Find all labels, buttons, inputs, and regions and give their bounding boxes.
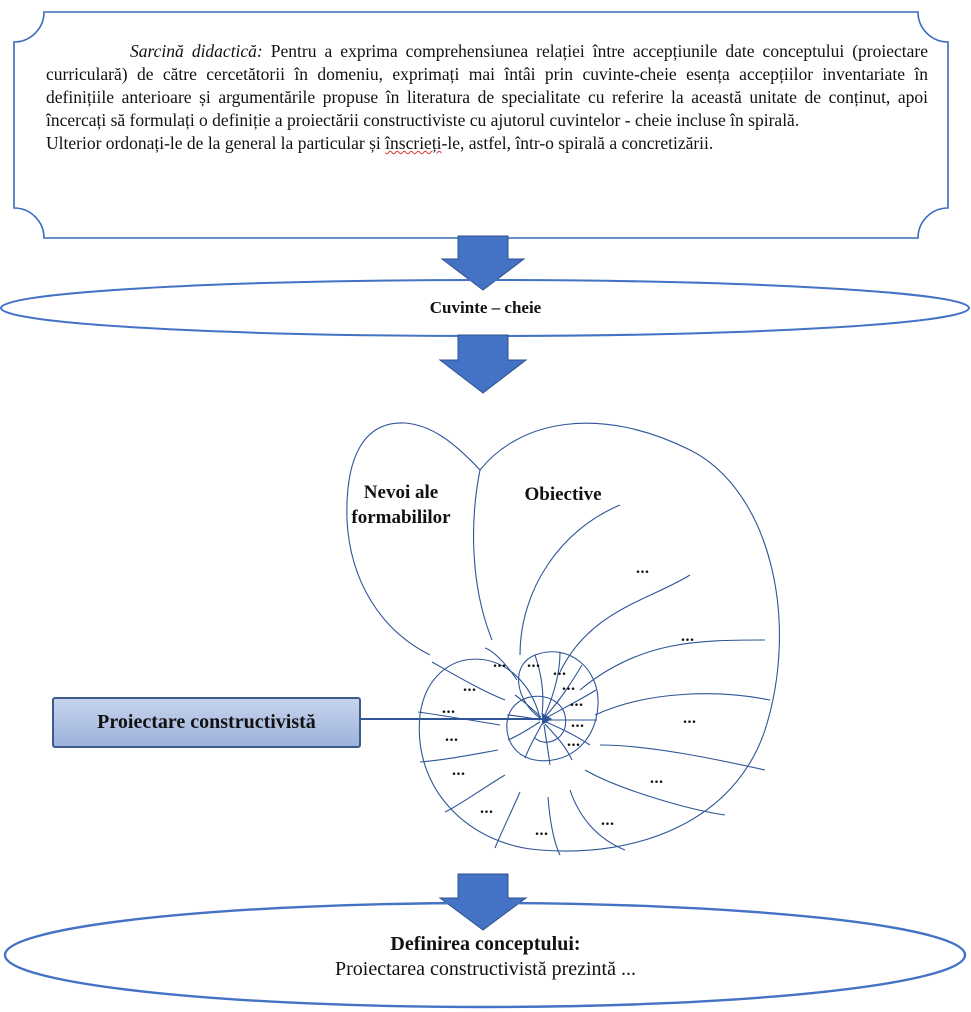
chamber-label-needs: Nevoi ale formabililor: [351, 482, 451, 528]
task-frame: [13, 11, 949, 239]
task-last-misspelled: înscrieți: [385, 133, 442, 153]
placeholder-dots: ...: [493, 654, 507, 671]
center-concept-box: Proiectare constructivistă: [52, 697, 361, 748]
placeholder-dots: ...: [650, 770, 664, 787]
chamber-label-objectives: Obiective: [524, 484, 602, 505]
placeholder-dots: ...: [571, 714, 585, 731]
task-last-after: -le, astfel, într-o spirală a concretiză…: [441, 133, 714, 153]
placeholder-dots: ...: [463, 678, 477, 695]
placeholder-dots: ...: [452, 762, 466, 779]
keywords-label: Cuvinte – cheie: [429, 298, 542, 317]
definition-body: Proiectarea constructivistă prezintă ...: [335, 958, 636, 980]
placeholder-dots: ...: [681, 628, 695, 645]
placeholder-dots: ...: [553, 662, 567, 679]
center-concept-label: Proiectare constructivistă: [97, 711, 316, 733]
placeholder-dots: ...: [527, 654, 541, 671]
task-label: Sarcină didactică:: [130, 41, 263, 61]
placeholder-dots: ...: [683, 710, 697, 727]
placeholder-dots: ...: [601, 812, 615, 829]
task-body: Pentru a exprima comprehensiunea relație…: [46, 41, 928, 130]
placeholder-dots: ...: [570, 693, 584, 710]
placeholder-dots: ...: [442, 700, 456, 717]
placeholder-dots: ...: [562, 677, 576, 694]
placeholder-dots: ...: [480, 800, 494, 817]
placeholder-dots: ...: [636, 560, 650, 577]
definition-ellipse: [3, 901, 967, 1009]
down-arrow-2: [438, 334, 528, 394]
definition-title: Definirea conceptului:: [390, 933, 581, 955]
down-arrow-1: [440, 235, 526, 291]
placeholder-dots: ...: [567, 733, 581, 750]
placeholder-dots: ...: [535, 822, 549, 839]
nautilus-spiral: [346, 422, 780, 856]
placeholder-dots: ...: [445, 728, 459, 745]
task-text: Sarcină didactică: Pentru a exprima comp…: [46, 40, 928, 155]
task-last-before: Ulterior ordonați-le de la general la pa…: [46, 133, 386, 153]
pointer-arrowhead: [542, 713, 552, 725]
